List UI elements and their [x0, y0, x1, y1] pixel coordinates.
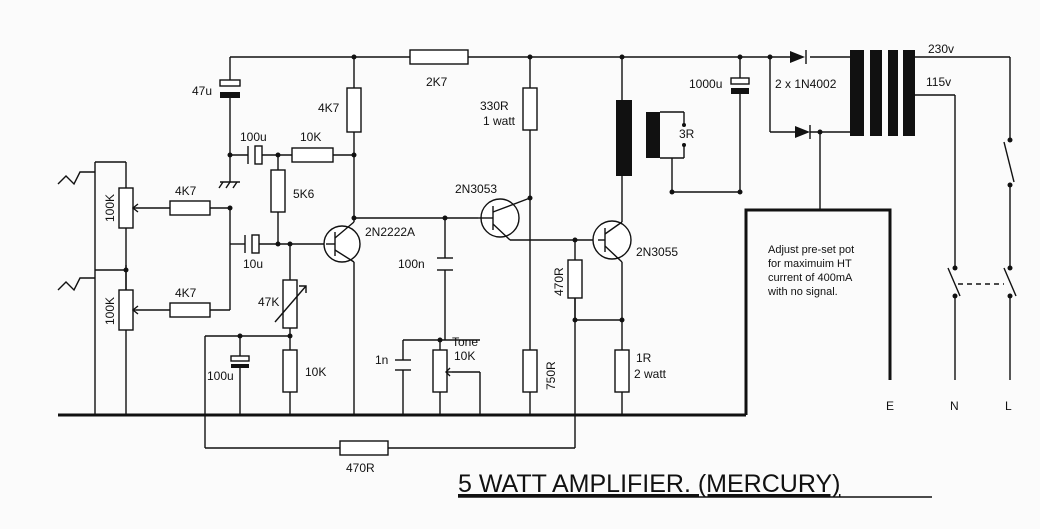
label-115v: 115v [926, 75, 951, 89]
label-47u: 47u [192, 84, 212, 98]
note-line-2: for maximuim HT [768, 258, 852, 270]
label-1r-rating: 2 watt [634, 367, 667, 381]
capacitor-100u-bottom [230, 355, 250, 368]
capacitor-47u [219, 79, 241, 98]
resistor-10k-top [291, 147, 334, 163]
label-1n: 1n [375, 353, 388, 367]
label-100u-bottom: 100u [207, 369, 234, 383]
pot-100k-1 [118, 187, 134, 229]
diagram-title: 5 WATT AMPLIFIER. (MERCURY) [458, 470, 840, 498]
label-750r: 750R [544, 361, 558, 390]
resistor-5k6 [270, 169, 286, 213]
note-line-1: Adjust pre-set pot [768, 244, 854, 256]
label-diodes: 2 x 1N4002 [775, 77, 837, 91]
output-transformer [616, 100, 686, 176]
label-4k7-in1: 4K7 [175, 184, 197, 198]
label-470r-mid: 470R [552, 267, 566, 296]
label-3r: 3R [679, 127, 695, 141]
label-2k7: 2K7 [426, 75, 448, 89]
label-10k-top: 10K [300, 130, 321, 144]
resistor-2k7 [409, 49, 469, 65]
label-4k7-top: 4K7 [318, 101, 340, 115]
label-5k6: 5K6 [293, 187, 315, 201]
label-330r: 330R [480, 99, 509, 113]
label-330r-rating: 1 watt [483, 114, 516, 128]
resistor-750r [522, 349, 538, 393]
transistor-2n2222a [323, 221, 361, 263]
label-100k-2: 100K [103, 297, 117, 325]
pot-100k-2 [118, 289, 134, 331]
junctions [123, 54, 823, 343]
transistors [323, 197, 632, 263]
resistor-470r-bottom [339, 440, 389, 456]
label-470r-bottom: 470R [346, 461, 375, 475]
capacitor-100n [437, 257, 453, 271]
pot-tone-10k [432, 349, 448, 393]
wires [57, 56, 1011, 449]
note-line-3: current of 400mA [768, 272, 853, 284]
label-1000u: 1000u [689, 77, 722, 91]
terminal-e: E [886, 399, 894, 413]
resistor-1r [614, 349, 630, 393]
resistor-330r [522, 87, 538, 131]
resistor-10k-bottom [282, 349, 298, 393]
capacitor-1000u [730, 77, 750, 94]
label-47k: 47K [258, 295, 279, 309]
transistor-2n3055 [592, 220, 632, 263]
label-2n2222a: 2N2222A [365, 225, 415, 239]
label-4k7-in2: 4K7 [175, 286, 197, 300]
adjustment-note: Adjust pre-set pot for maximuim HT curre… [767, 244, 854, 298]
ground-symbol [218, 181, 240, 189]
resistor-4k7-in1 [169, 200, 211, 216]
transistor-2n3053 [478, 197, 531, 241]
label-2n3053: 2N3053 [455, 182, 497, 196]
capacitor-100u-top [247, 145, 263, 165]
resistor-4k7-in2 [169, 302, 211, 318]
note-line-4: with no signal. [767, 286, 838, 298]
label-1r: 1R [636, 351, 652, 365]
label-100u-top: 100u [240, 130, 267, 144]
label-10u: 10u [243, 257, 263, 271]
capacitor-10u [244, 234, 260, 254]
mains-switches [947, 137, 1017, 299]
resistors [118, 49, 630, 456]
label-100n: 100n [398, 257, 425, 271]
resistor-470r-mid [567, 259, 583, 299]
terminal-n: N [950, 399, 959, 413]
label-10k-bottom: 10K [305, 365, 326, 379]
resistor-4k7-collector [346, 87, 362, 133]
label-100k-1: 100K [103, 194, 117, 222]
mains-transformer [850, 50, 915, 136]
label-tone: Tone [452, 335, 478, 349]
label-tone-10k: 10K [454, 349, 475, 363]
terminal-l: L [1005, 399, 1012, 413]
label-230v: 230v [928, 42, 954, 56]
label-2n3055: 2N3055 [636, 245, 678, 259]
capacitors [219, 77, 750, 371]
component-labels: 2K7 47u 4K7 100u 10K 5K6 4K7 4K7 100K 10… [103, 42, 1012, 475]
rectifier-diodes [790, 50, 811, 139]
capacitor-1n [395, 359, 411, 371]
